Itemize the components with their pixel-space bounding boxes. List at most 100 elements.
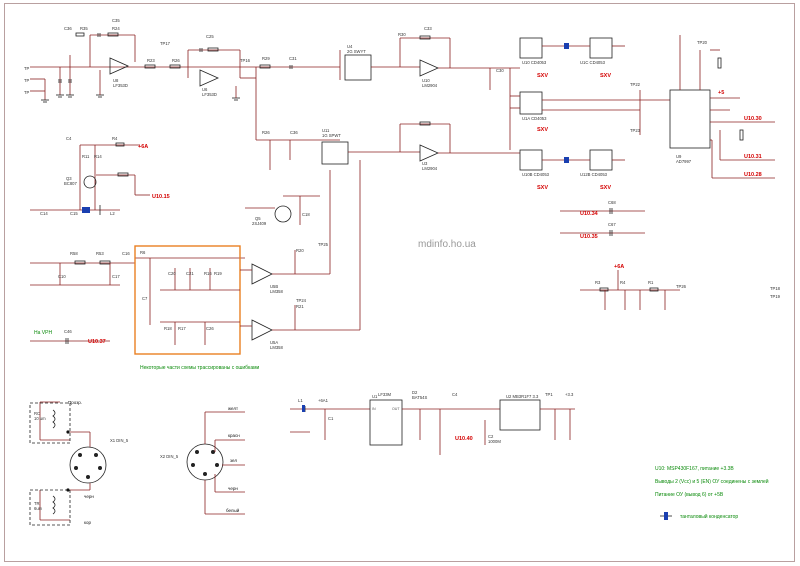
svg-text:LF353D: LF353D	[113, 83, 128, 88]
svg-text:D2: D2	[412, 390, 418, 395]
svg-text:TP16: TP16	[240, 58, 251, 63]
svg-text:C25: C25	[206, 34, 214, 39]
x2-label-zel: зел	[230, 458, 237, 463]
svg-text:TP: TP	[24, 66, 30, 71]
svg-text:OUT: OUT	[392, 407, 400, 411]
net-u10-40: U10.40	[455, 436, 473, 442]
svg-text:R58: R58	[70, 251, 78, 256]
x2-label-chern: черн	[228, 486, 238, 491]
svg-text:L1: L1	[298, 398, 303, 403]
sxv-label-5: SXV	[600, 185, 611, 191]
svg-text:C10: C10	[58, 274, 66, 279]
net-u10-31: U10.31	[744, 154, 762, 160]
svg-text:R16: R16	[204, 271, 212, 276]
svg-text:R17: R17	[178, 326, 186, 331]
svg-text:1G SPWT: 1G SPWT	[322, 133, 341, 138]
svg-text:BAT54S: BAT54S	[412, 395, 427, 400]
svg-text:LF33M: LF33M	[378, 392, 392, 397]
svg-text:C18: C18	[302, 212, 310, 217]
x2-label-belyi: белый	[226, 507, 240, 513]
note-2: Выводы 2 (Vcc) и 5 (EN) ОУ соединены с з…	[655, 478, 769, 485]
svg-text:TP: TP	[24, 78, 30, 83]
x2-label-krasn: красн	[228, 433, 240, 438]
svg-text:C1: C1	[328, 416, 334, 421]
svg-text:R20: R20	[296, 248, 304, 253]
svg-text:C14: C14	[40, 211, 48, 216]
svg-text:C46: C46	[64, 329, 72, 334]
traced-error-highlight	[134, 245, 241, 355]
svg-text:C17: C17	[112, 274, 120, 279]
svg-text:R24: R24	[112, 26, 120, 31]
x1-label-kor: кор	[84, 520, 92, 525]
svg-text:TP1: TP1	[545, 392, 553, 397]
traced-error-note: Некоторые части схемы трассированы с оши…	[140, 365, 260, 371]
svg-text:U6: U6	[202, 87, 208, 92]
svg-text:C7: C7	[142, 296, 148, 301]
svg-text:R29: R29	[262, 56, 270, 61]
svg-text:RC: RC	[34, 411, 40, 416]
svg-text:BC807: BC807	[64, 181, 77, 186]
tantalum-cap-icon	[664, 512, 668, 520]
svg-text:Q5: Q5	[255, 216, 261, 221]
sxv-label-2: SXV	[600, 73, 611, 79]
svg-text:LM358: LM358	[270, 345, 283, 350]
svg-text:R53: R53	[96, 251, 104, 256]
svg-text:+6A1: +6A1	[318, 398, 329, 403]
svg-text:R23: R23	[147, 58, 155, 63]
svg-text:C21: C21	[186, 271, 194, 276]
svg-text:U12B CD4053: U12B CD4053	[580, 172, 608, 177]
sheet-border	[4, 3, 795, 562]
notes-block: U10: MSP430F167, питание +3.3В Выводы 2 …	[655, 466, 769, 520]
svg-text:+3.3: +3.3	[565, 392, 574, 397]
svg-text:IN: IN	[372, 407, 376, 411]
svg-text:C4: C4	[452, 392, 458, 397]
svg-text:R21: R21	[296, 304, 304, 309]
svg-text:C31: C31	[289, 56, 297, 61]
svg-text:C26: C26	[206, 326, 214, 331]
svg-text:AD7997: AD7997	[676, 159, 692, 164]
svg-text:2G SWYT: 2G SWYT	[347, 49, 366, 54]
svg-text:R14: R14	[94, 154, 102, 159]
svg-text:U5A: U5A	[270, 340, 278, 345]
svg-text:R11: R11	[82, 154, 90, 159]
net-u10-37: U10.37	[88, 339, 106, 345]
svg-text:C30: C30	[496, 68, 504, 73]
svg-text:U8: U8	[113, 78, 119, 83]
svg-text:U2 MB3R1F7 3.3: U2 MB3R1F7 3.3	[506, 394, 539, 399]
svg-text:C67: C67	[608, 222, 616, 227]
svg-text:TP24: TP24	[296, 298, 307, 303]
svg-text:2SJ409: 2SJ409	[252, 221, 267, 226]
svg-text:Q3: Q3	[66, 176, 72, 181]
vph-input: На VPH U10.37 C46	[30, 329, 110, 345]
svg-text:R4: R4	[620, 280, 626, 285]
svg-text:U10: U10	[422, 78, 430, 83]
svg-text:R35: R35	[80, 26, 88, 31]
svg-text:6um: 6um	[34, 506, 43, 511]
net-plus6a-left: +6А	[138, 144, 148, 150]
sxv-label-3: SXV	[537, 127, 548, 133]
svg-text:R6: R6	[140, 250, 146, 255]
watermark: mdinfo.ho.ua	[418, 239, 476, 250]
svg-text:C2: C2	[488, 434, 494, 439]
svg-text:U1A CD4053: U1A CD4053	[522, 116, 547, 121]
svg-text:LM358: LM358	[270, 289, 283, 294]
svg-text:L2: L2	[110, 211, 115, 216]
svg-text:U10B CD4053: U10B CD4053	[522, 172, 550, 177]
svg-text:10 um: 10 um	[34, 416, 46, 421]
tp-label-1: TP18	[770, 286, 781, 291]
sxv-label-1: SXV	[537, 73, 548, 79]
svg-text:C16: C16	[122, 251, 130, 256]
svg-text:LM2904: LM2904	[422, 166, 438, 171]
svg-text:C33: C33	[424, 26, 432, 31]
svg-text:TP17: TP17	[160, 41, 171, 46]
x2-label-zhelt: желт	[228, 406, 238, 411]
svg-text:U3: U3	[422, 161, 428, 166]
svg-text:U11: U11	[322, 128, 330, 133]
svg-text:U5B: U5B	[270, 284, 278, 289]
svg-text:R3: R3	[595, 280, 601, 285]
svg-text:LM2904: LM2904	[422, 83, 438, 88]
